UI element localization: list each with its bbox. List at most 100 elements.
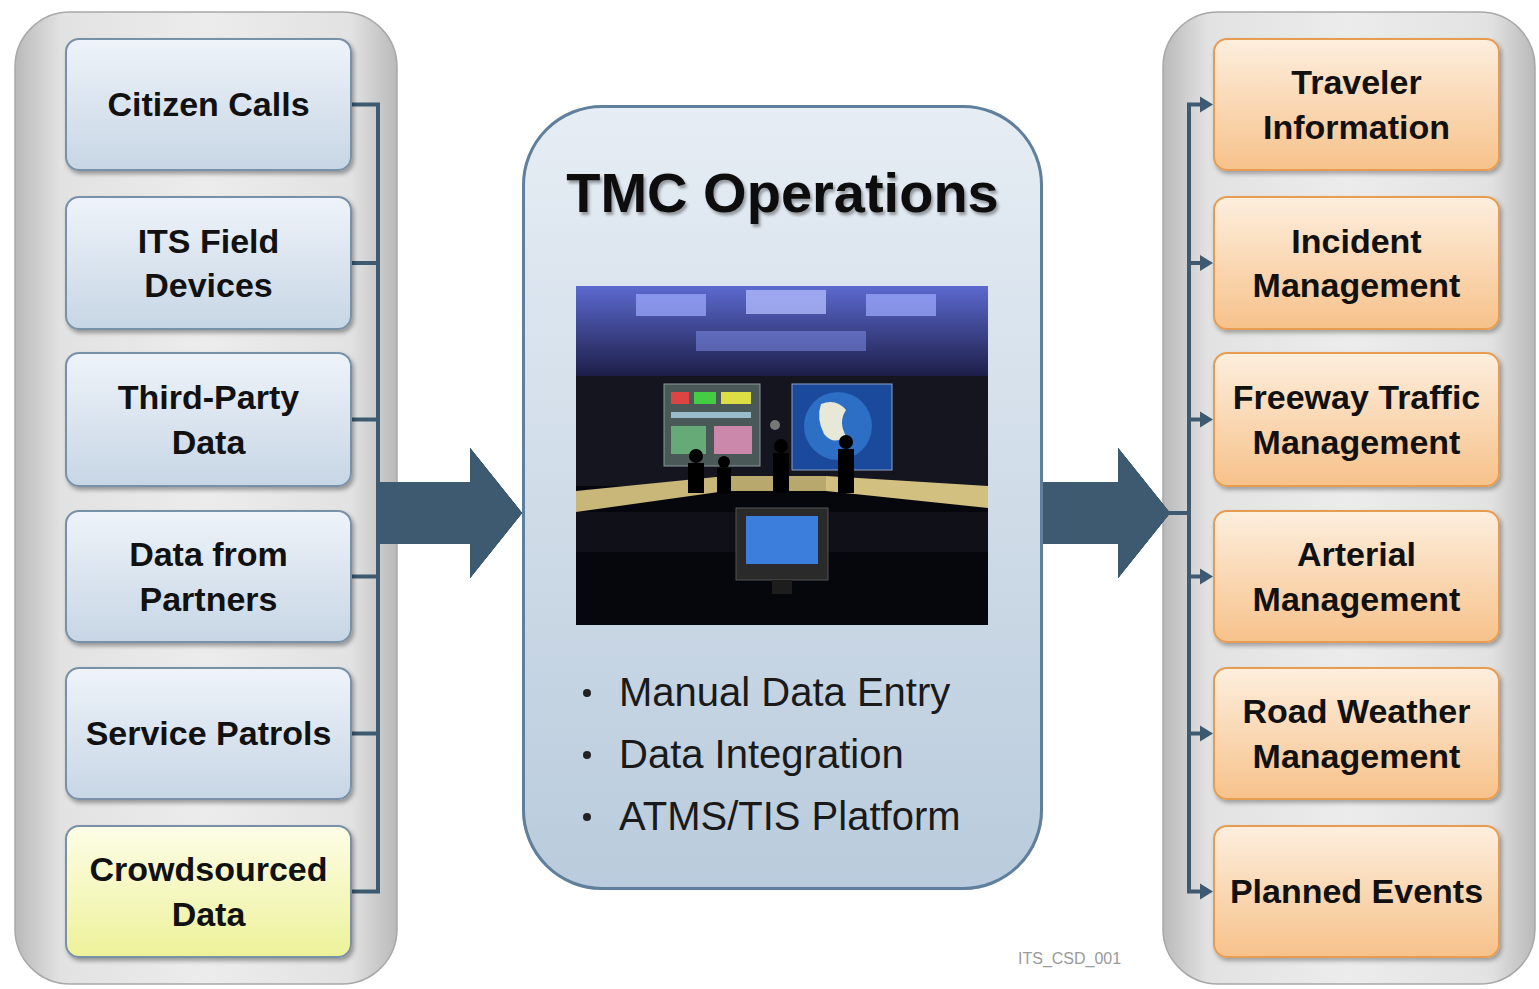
box-label: Incident Management xyxy=(1226,219,1488,307)
block-arrow xyxy=(1043,448,1170,578)
crowdsourced-source-box: Crowdsourced Data xyxy=(65,825,352,958)
person-head xyxy=(689,449,703,463)
merge-line xyxy=(352,513,378,577)
input-panel xyxy=(15,12,397,984)
block-arrow xyxy=(376,448,522,578)
box-label: ITS Field Devices xyxy=(78,219,340,307)
block-arrow xyxy=(1043,448,1170,578)
source-box: Third-Party Data xyxy=(65,352,352,487)
screen-widget xyxy=(671,426,706,454)
photo-ground xyxy=(576,286,988,625)
person-head xyxy=(839,435,853,449)
bullet-text: Manual Data Entry xyxy=(619,670,950,715)
screen-widget xyxy=(694,392,716,404)
box-label: Planned Events xyxy=(1230,869,1483,913)
person-body xyxy=(773,453,789,493)
arrow-head xyxy=(1200,97,1213,113)
output-panel xyxy=(1163,12,1535,984)
box-title: TMC Operations xyxy=(525,160,1040,225)
block-arrow xyxy=(1043,448,1170,578)
arrow-head xyxy=(1200,884,1213,900)
box-label: Data from Partners xyxy=(78,532,340,620)
bullet-dot xyxy=(583,689,591,697)
box-label: Arterial Management xyxy=(1226,532,1488,620)
merge-line xyxy=(352,105,378,514)
merge-line xyxy=(352,420,378,514)
ceiling-light xyxy=(696,331,866,351)
bullet-text: ATMS/TIS Platform xyxy=(619,794,961,839)
front-monitor-screen xyxy=(746,516,818,564)
merge-line xyxy=(352,513,378,892)
bullet-dot xyxy=(583,751,591,759)
box-label: Service Patrols xyxy=(86,711,332,755)
person-body xyxy=(838,449,854,493)
block-arrow xyxy=(1043,448,1170,578)
block-arrow xyxy=(376,448,522,578)
tmc-fill xyxy=(522,105,1043,890)
ceiling-light xyxy=(866,294,936,316)
person-head xyxy=(718,456,730,468)
split-line xyxy=(1162,513,1202,734)
flow-arrow xyxy=(352,263,522,578)
function-box: Incident Management xyxy=(1213,196,1500,330)
watermark-code: ITS_CSD_001 xyxy=(1018,950,1121,968)
function-box: Road Weather Management xyxy=(1213,667,1500,800)
source-box: ITS Field Devices xyxy=(65,196,352,330)
box-label: Third-Party Data xyxy=(101,375,316,463)
block-arrow xyxy=(376,448,522,578)
screen-widget xyxy=(671,392,689,404)
flow-arrow xyxy=(1043,448,1213,900)
earth-land xyxy=(819,402,846,441)
source-box: Data from Partners xyxy=(65,510,352,643)
box-label: Crowdsourced Data xyxy=(78,847,340,935)
arrow-head xyxy=(1200,726,1213,742)
merge-line xyxy=(352,263,378,513)
split-line xyxy=(1162,420,1202,514)
box-label: Citizen Calls xyxy=(107,82,309,126)
split-line xyxy=(1162,263,1202,513)
source-box: Citizen Calls xyxy=(65,38,352,171)
monitor-stand xyxy=(772,580,792,594)
arrow-head xyxy=(1200,569,1213,585)
arrow-head xyxy=(1200,412,1213,428)
flow-arrow xyxy=(352,448,522,892)
function-box: Arterial Management xyxy=(1213,510,1500,643)
split-line xyxy=(1162,513,1202,892)
control-room-photo xyxy=(576,286,988,625)
person-body xyxy=(688,463,704,493)
screen-widget xyxy=(671,412,751,418)
ceiling-light xyxy=(636,294,706,316)
photo-ceiling xyxy=(576,286,988,381)
function-box: Planned Events xyxy=(1213,825,1500,958)
split-line xyxy=(1162,513,1202,577)
block-arrow xyxy=(1043,448,1170,578)
bullet-text: Data Integration xyxy=(619,732,904,777)
front-monitor xyxy=(736,508,828,580)
screen-widget xyxy=(721,392,751,404)
tmc-box: TMC OperationsManual Data EntryData Inte… xyxy=(522,105,1043,890)
bullet-row: Manual Data Entry xyxy=(583,670,950,715)
block-arrow xyxy=(1043,448,1170,578)
function-box: Traveler Information xyxy=(1213,38,1500,171)
person-body xyxy=(717,468,731,494)
function-box: Freeway Traffic Management xyxy=(1213,352,1500,487)
arrow-head xyxy=(1200,255,1213,271)
split-line xyxy=(1162,105,1202,514)
person-head xyxy=(774,439,788,453)
source-box: Service Patrols xyxy=(65,667,352,800)
merge-line xyxy=(352,513,378,734)
screen-widget xyxy=(714,426,752,454)
flow-arrow xyxy=(352,105,522,579)
box-label: Freeway Traffic Management xyxy=(1226,375,1488,463)
wall-clock xyxy=(770,420,780,430)
block-arrow xyxy=(376,448,522,578)
block-arrow xyxy=(376,448,522,578)
bullet-row: Data Integration xyxy=(583,732,904,777)
block-arrow xyxy=(376,448,522,578)
box-label: Traveler Information xyxy=(1226,60,1488,148)
bullet-dot xyxy=(583,813,591,821)
bullet-row: ATMS/TIS Platform xyxy=(583,794,961,839)
box-label: Road Weather Management xyxy=(1226,689,1488,777)
ceiling-light xyxy=(746,290,826,314)
